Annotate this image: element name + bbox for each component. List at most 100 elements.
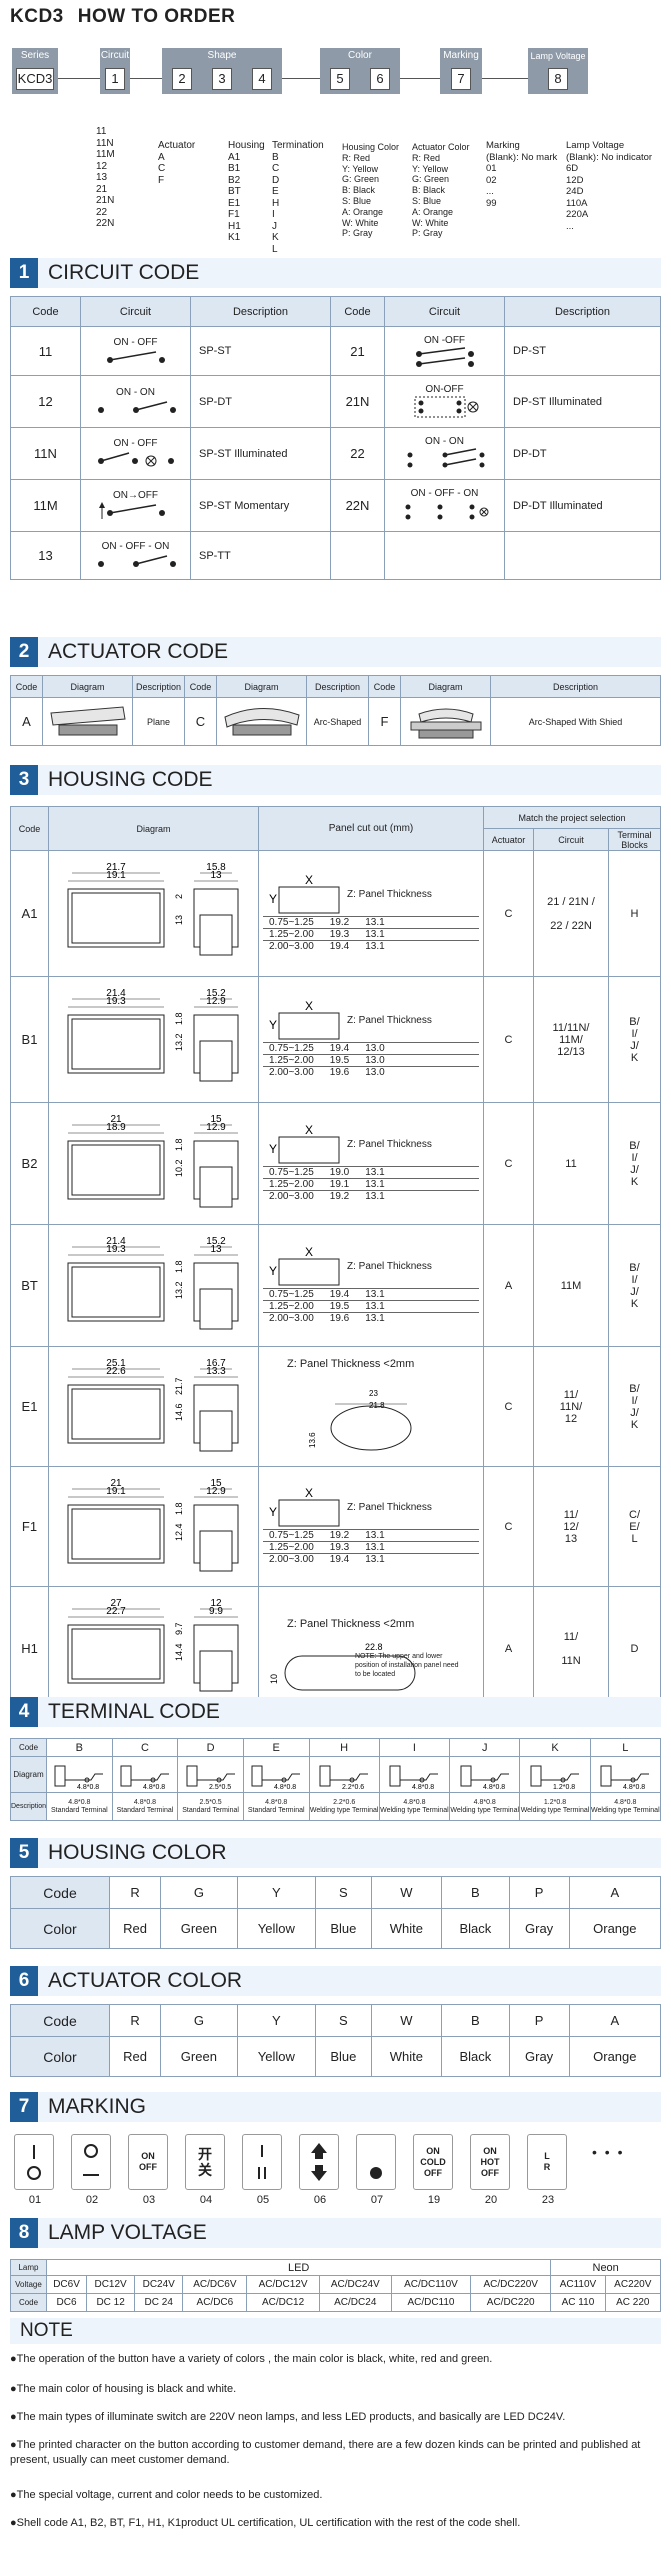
- cutout-value: 13.1: [365, 929, 385, 940]
- flow-circuit-label: Circuit: [100, 50, 130, 61]
- col-header: Code: [10, 806, 49, 851]
- section-number: 6: [10, 1966, 38, 1996]
- row-label: Code: [9, 1738, 48, 1757]
- section-title: HOUSING COLOR: [48, 1841, 227, 1864]
- color-name: Blue: [315, 1908, 372, 1949]
- cutout-drawing-icon: YX: [269, 875, 340, 914]
- lamp-voltage: AC/DC12V: [246, 2275, 320, 2294]
- circuit-label: ON→OFF: [113, 490, 158, 501]
- switch-diagram-icon: [97, 555, 176, 567]
- switch-diagram-icon: [407, 448, 484, 468]
- empty-cell: [384, 531, 505, 580]
- actuator-code: A: [10, 697, 43, 746]
- lamp-voltage: AC/DC110V: [390, 2275, 472, 2294]
- marking-code: 06: [313, 2194, 327, 2206]
- color-name: Black: [441, 2036, 510, 2077]
- terminal-size: 2.5*0.5: [209, 1784, 231, 1790]
- terminal-size: 1.2*0.8: [543, 1798, 567, 1806]
- color-name: Yellow: [236, 2036, 317, 2077]
- tree-actuator-color: Actuator Color R: Red Y: Yellow G: Green…: [412, 142, 470, 239]
- housing-code: B2: [10, 1102, 49, 1225]
- actuator-shield-icon: [410, 708, 481, 738]
- actuator-code: C: [184, 697, 217, 746]
- housing-term: B/ I/ J/ K: [608, 1224, 661, 1347]
- color-code: B: [441, 1876, 510, 1909]
- svg-text:Y: Y: [269, 1264, 277, 1278]
- dim-label: 12: [210, 1598, 222, 1609]
- cutout-value: 19.2: [329, 917, 350, 928]
- marking-05-icon: [258, 2145, 266, 2179]
- cutout-value: 1.25~2.00: [269, 1179, 314, 1190]
- terminal-icon: 4.8*0.8: [54, 1765, 104, 1790]
- section-title: HOUSING CODE: [48, 768, 213, 791]
- housing-term: B/ I/ J/ K: [608, 976, 661, 1103]
- color-name: Green: [160, 1908, 238, 1949]
- color-code: S: [315, 1876, 372, 1909]
- panel-thickness-label: Z: Panel Thickness: [347, 1015, 432, 1026]
- housing-act: C: [483, 1346, 534, 1467]
- lamp-code: AC/DC6: [182, 2293, 248, 2312]
- empty-cell: [330, 531, 385, 580]
- marking-code: 02: [85, 2194, 99, 2206]
- flow-connector: [58, 78, 100, 79]
- cutout-value: 2.00~3.00: [269, 941, 314, 952]
- housing-code: B1: [10, 976, 49, 1103]
- dim-label: 22.6: [106, 1366, 126, 1377]
- terminal-icon: 4.8*0.8: [251, 1765, 301, 1790]
- cutout-value: 19.2: [329, 1191, 350, 1202]
- marking-symbol: ON OFF: [128, 2134, 168, 2190]
- color-code: Y: [236, 2004, 317, 2037]
- lamp-code: AC/DC24: [318, 2293, 392, 2312]
- section-number: 5: [10, 1838, 38, 1868]
- dim-label: 15.2: [206, 988, 226, 999]
- dim-label: 1.8: [174, 1012, 184, 1025]
- flow-shape: Shape 2 3 4: [162, 48, 282, 94]
- terminal-type: Standard Terminal: [50, 1806, 108, 1814]
- panel-note: NOTE: The upper and lower position of in…: [355, 1653, 459, 1678]
- terminal-icon: 1.2*0.8: [530, 1765, 579, 1790]
- note-item: ●The main color of housing is black and …: [10, 2383, 237, 2395]
- terminal-diagram: 2.5*0.5: [177, 1756, 244, 1793]
- terminal-size: 4.8*0.8: [68, 1798, 91, 1806]
- color-code: B: [441, 2004, 510, 2037]
- terminal-type: Standard Terminal: [116, 1806, 174, 1814]
- lamp-voltage: AC/DC6V: [182, 2275, 248, 2294]
- housing-term: C/ E/ L: [608, 1466, 661, 1587]
- terminal-code: B: [46, 1738, 113, 1757]
- dim-label: 16.7: [206, 1358, 226, 1369]
- terminal-code: J: [449, 1738, 521, 1757]
- marking-text: L R: [543, 2151, 551, 2172]
- color-name: Red: [108, 1908, 162, 1949]
- col-header: Description: [504, 296, 661, 327]
- housing-term: B/ I/ J/ K: [608, 1346, 661, 1467]
- housing-act: A: [483, 1586, 534, 1711]
- housing-drawing-icon: 25.122.616.713.314.621.7: [67, 1358, 238, 1451]
- dim-label: 21: [110, 1478, 122, 1489]
- marking-item: 07: [356, 2134, 398, 2206]
- note-item: ●The main types of illuminate switch are…: [10, 2411, 566, 2423]
- circuit-diagram: ON - OFF - ON: [80, 531, 191, 580]
- cutout-value: 23: [369, 1389, 378, 1398]
- dim-label: 1.8: [174, 1260, 184, 1273]
- flow-shape-value-1: 2: [172, 68, 192, 90]
- lamp-code: AC/DC12: [246, 2293, 320, 2312]
- actuator-code: F: [368, 697, 401, 746]
- cutout-value: 13.1: [365, 1313, 385, 1324]
- col-header: Description: [306, 675, 369, 698]
- cutout-value: 21.8: [369, 1401, 385, 1410]
- lamp-voltage: AC220V: [604, 2275, 662, 2294]
- dim-label: 1.8: [174, 1502, 184, 1515]
- flow-connector: [482, 78, 528, 79]
